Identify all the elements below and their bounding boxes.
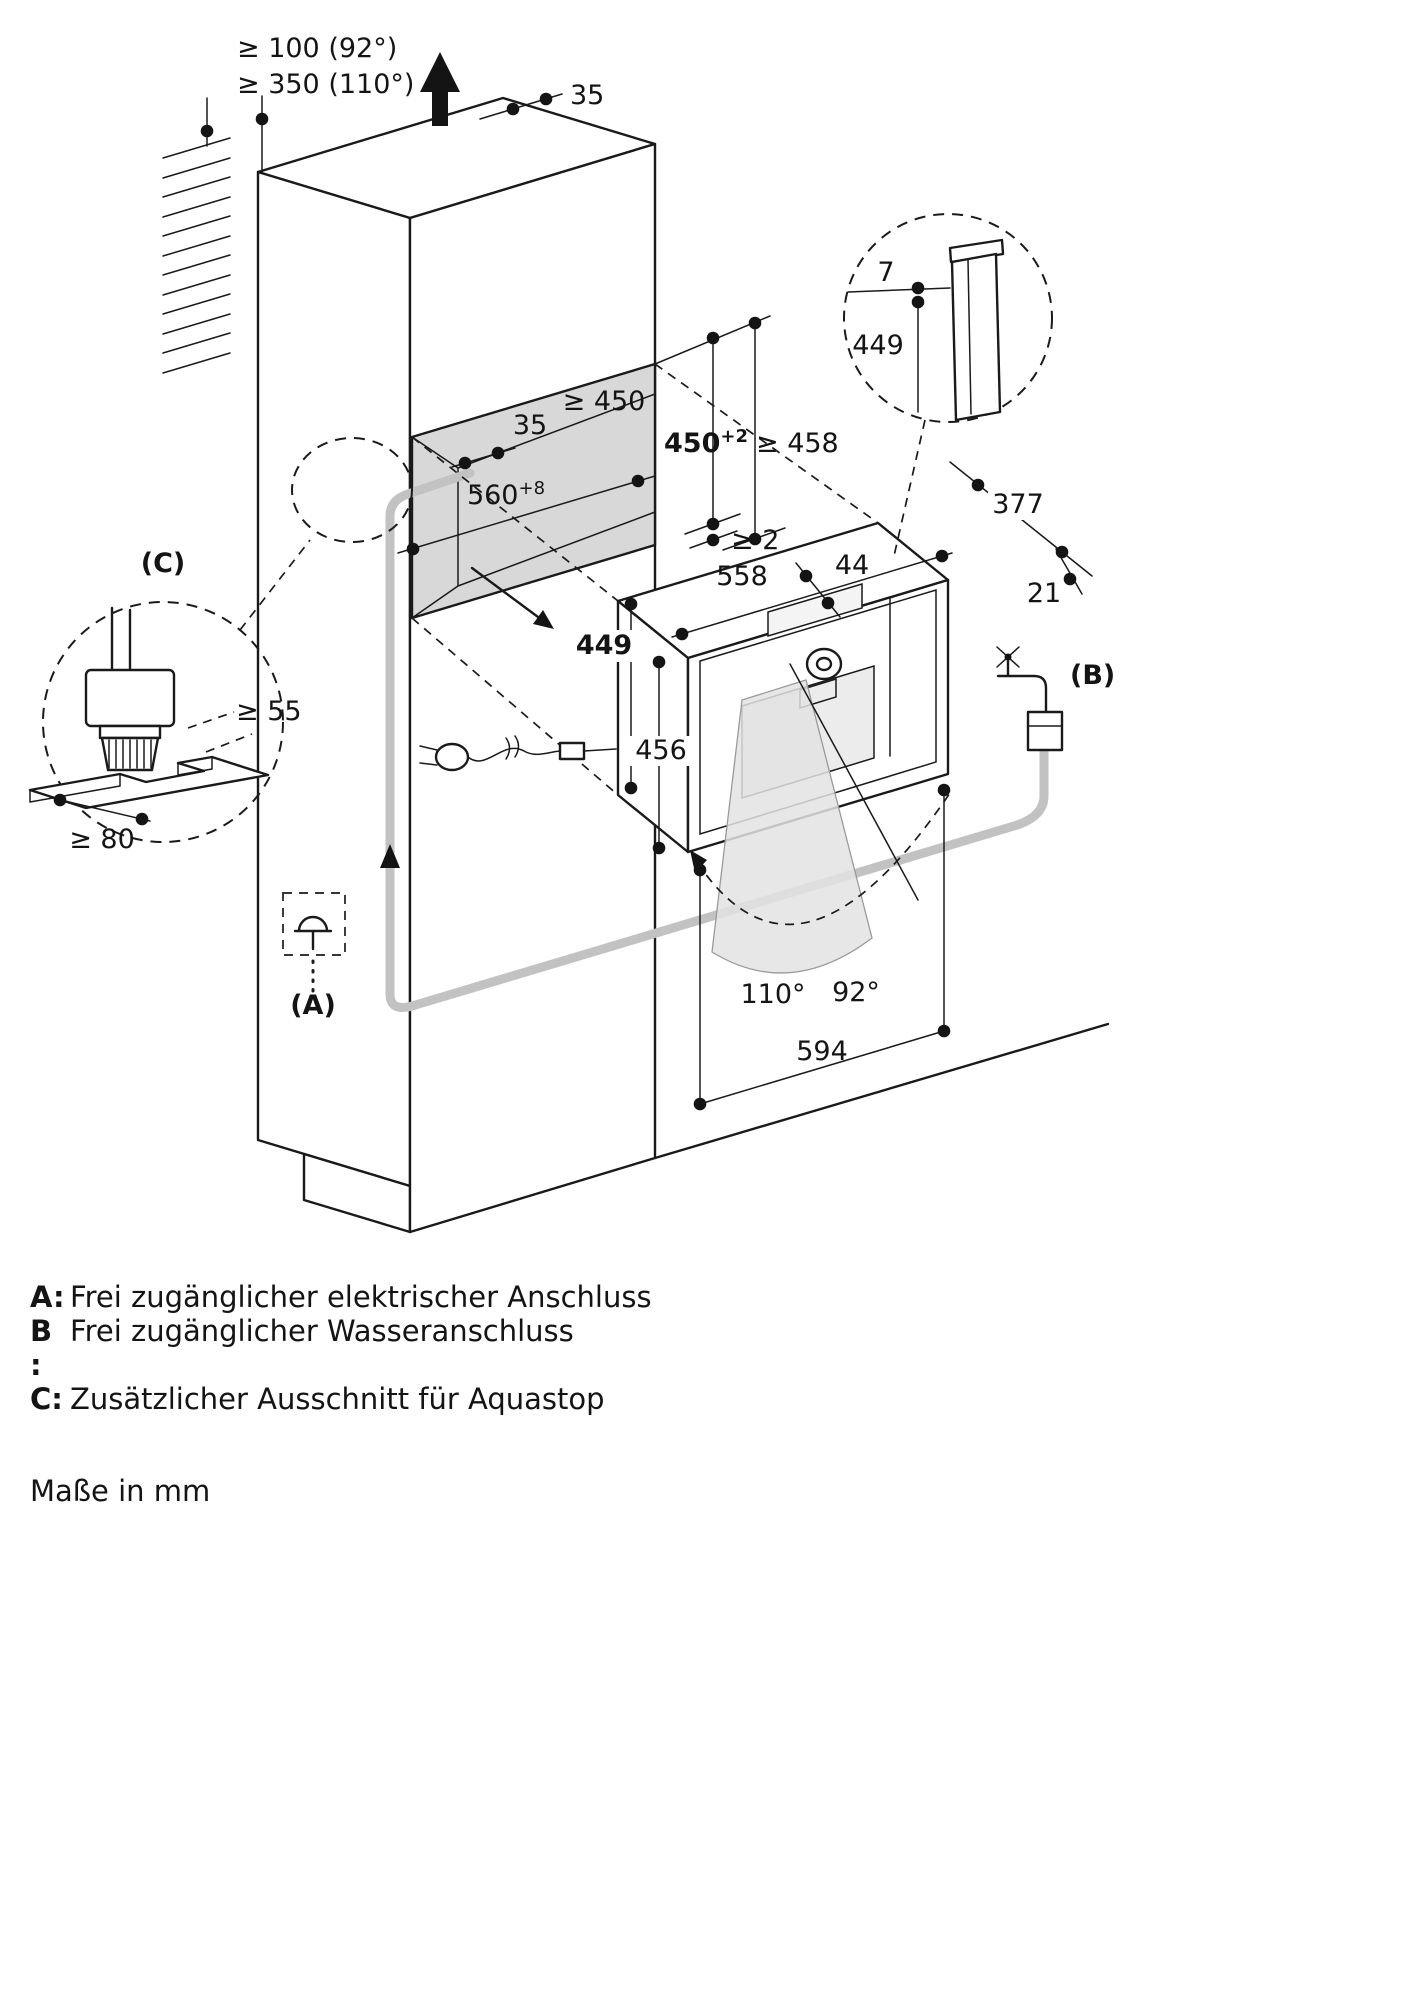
dim-body-height: 449 [576, 630, 632, 661]
water-tap [996, 646, 1064, 752]
ref-label-a: (A) [290, 990, 336, 1021]
dim-appliance-width: 558 [716, 561, 768, 592]
legend-key-c: C: [30, 1382, 63, 1416]
power-cord [419, 735, 617, 772]
niche-opening [410, 362, 657, 620]
electrical-connection [282, 892, 346, 994]
dimensions [200, 92, 1093, 1111]
insertion-projection [411, 363, 879, 796]
dim-knob-depth: 44 [835, 550, 869, 581]
dim-top-gap-110: ≥ 350 (110°) [237, 69, 414, 100]
cord-connector [558, 741, 586, 761]
water-hose [380, 468, 1049, 1012]
appliance-control-panel [767, 582, 863, 638]
detail-door-circle [843, 213, 1053, 423]
dim-top-gap-92: ≥ 100 (92°) [237, 33, 397, 64]
detail-c-circle [42, 601, 284, 843]
legend: A: Frei zugänglicher elektrischer Anschl… [30, 1280, 652, 1416]
legend-row-b: B : Frei zugänglicher Wasseranschluss [30, 1314, 652, 1382]
legend-row-a: A: Frei zugänglicher elektrischer Anschl… [30, 1280, 652, 1314]
ref-label-c: (C) [141, 548, 186, 579]
dimension-labels: ≥ 100 (92°) ≥ 350 (110°) 35 ≥ 450 35 450… [69, 33, 1115, 1067]
door-swing [690, 663, 953, 974]
ref-label-b: (B) [1070, 660, 1115, 691]
dim-cutout-width: ≥ 80 [69, 824, 135, 855]
socket-outline [282, 892, 346, 956]
dim-front-height: 456 [635, 735, 687, 766]
tap-body-icon [996, 658, 1048, 714]
label-backgrounds [570, 492, 1050, 766]
hose-direction-arrow [380, 844, 400, 868]
dim-door-angle-wide: 110° [740, 979, 805, 1010]
dim-appliance-front-width: 594 [796, 1036, 848, 1067]
dim-door-angle-std: 92° [832, 977, 880, 1008]
door-section-profile [948, 238, 1005, 264]
hose-entry-callout [291, 437, 413, 543]
niche [410, 362, 657, 620]
legend-key-b: B : [30, 1314, 53, 1382]
legend-key-a: A: [30, 1280, 65, 1314]
dim-detail-height: 449 [852, 330, 904, 361]
units-note: Maße in mm [30, 1474, 211, 1508]
detail-door-edge [843, 213, 1053, 557]
cabinet [256, 96, 1110, 1234]
appliance-door-edge [699, 588, 937, 836]
ventilation-arrow [420, 52, 460, 126]
aquastop-body [84, 668, 176, 728]
legend-text-a: Frei zugänglicher elektrischer Anschluss [70, 1280, 652, 1314]
legend-text-c: Zusätzlicher Ausschnitt für Aquastop [70, 1382, 605, 1416]
dim-niche-min-width: ≥ 450 [563, 386, 646, 417]
dim-detail-reveal: 7 [877, 257, 894, 288]
insertion-arrow [533, 610, 554, 629]
dim-door-gap: 21 [1027, 578, 1061, 609]
niche-interior-edges [411, 393, 656, 619]
dim-inner-side-gap: 35 [513, 410, 547, 441]
detail-aquastop [28, 437, 413, 843]
dim-top-panel: 35 [570, 80, 604, 111]
floor-line [653, 1022, 1110, 1160]
socket-icon [293, 915, 333, 951]
door-open-silhouette [711, 679, 873, 974]
dim-top-clearance: ≥ 2 [731, 525, 779, 556]
power-plug [434, 742, 470, 772]
dim-niche-width: 560+8 [467, 478, 545, 511]
dim-niche-height: 450+2 [664, 426, 748, 459]
legend-text-b: Frei zugänglicher Wasseranschluss [70, 1314, 574, 1348]
dim-right-clearance: 377 [992, 489, 1044, 520]
dim-cutout-depth: ≥ 55 [236, 696, 302, 727]
dim-niche-min-height: ≥ 458 [756, 428, 839, 459]
tap-connection-box [1026, 710, 1064, 752]
wall-hatch [162, 137, 231, 374]
legend-row-c: C: Zusätzlicher Ausschnitt für Aquastop [30, 1382, 652, 1416]
